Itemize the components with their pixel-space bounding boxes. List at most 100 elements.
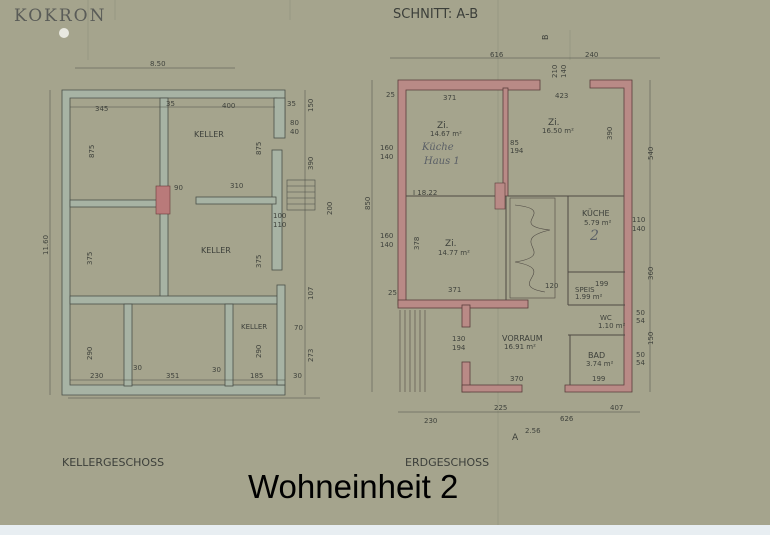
dimension-label: 54 <box>636 359 645 367</box>
dimension-label: 875 <box>255 142 263 155</box>
dimension-label: 290 <box>255 345 263 358</box>
room-name: Zi. <box>445 239 457 249</box>
dimension-label: 11.60 <box>42 235 50 255</box>
caption: Wohneinheit 2 <box>248 468 459 505</box>
room-area: 16.50 m² <box>542 127 574 135</box>
dimension-label: 400 <box>222 102 235 110</box>
dimension-label: 85 <box>510 139 519 147</box>
dimension-label: 199 <box>592 375 605 383</box>
section-marker-bottom: A <box>512 433 519 443</box>
dimension-label: 199 <box>595 280 608 288</box>
dimension-label: 160 <box>380 232 393 240</box>
ground-floor-stairs <box>399 197 556 392</box>
dimension-label: 160 <box>380 144 393 152</box>
handwritten-note: 2 <box>589 228 599 244</box>
dimension-label: 390 <box>307 157 315 170</box>
dimension-label: 70 <box>294 324 303 332</box>
dimension-label: 370 <box>510 375 523 383</box>
room-name: Zi. <box>437 121 449 131</box>
dimension-label: 107 <box>307 287 315 300</box>
room-area: 3.74 m² <box>586 360 614 368</box>
dimension-label: 8.50 <box>150 60 166 68</box>
dimension-label: 351 <box>166 372 179 380</box>
room-area: 14.67 m² <box>430 130 462 138</box>
dimension-label: 50 <box>636 309 645 317</box>
dimension-label: 378 <box>413 237 421 250</box>
room-name: WC <box>600 314 612 322</box>
dimension-label: 210 <box>551 65 559 78</box>
room-area: 5.79 m² <box>584 219 612 227</box>
room-area: 14.77 m² <box>438 249 470 257</box>
dimension-label: 185 <box>250 372 263 380</box>
dimension-label: 360 <box>647 267 655 280</box>
watermark-logo: KOKRON <box>14 6 107 26</box>
dimension-label: 54 <box>636 317 645 325</box>
dimension-label: 407 <box>610 404 623 412</box>
dimension-label: 80 <box>290 119 299 127</box>
dimension-label: 194 <box>510 147 524 155</box>
dimension-label: 140 <box>632 225 645 233</box>
handwritten-note: Haus 1 <box>423 156 460 167</box>
dimension-label: 200 <box>326 202 334 215</box>
dimension-label: 2.56 <box>525 427 541 435</box>
bottom-strip <box>0 525 770 535</box>
dimension-label: 130 <box>452 335 465 343</box>
chimney <box>494 182 506 210</box>
room-area: 16.91 m² <box>504 343 536 351</box>
room-name: KÜCHE <box>582 208 610 218</box>
dimension-label: 150 <box>647 332 655 345</box>
dimension-label: 371 <box>443 94 456 102</box>
dimension-label: 35 <box>166 100 175 108</box>
room-name: Zi. <box>548 118 560 128</box>
ground-floor-plan: Zi. 14.67 m² Zi. 16.50 m² Zi. 14.77 m² K… <box>364 51 660 469</box>
dimension-label: 850 <box>364 197 372 210</box>
dimension-label: 140 <box>560 65 568 78</box>
dimension-label: 120 <box>545 282 558 290</box>
ground-floor-title: ERDGESCHOSS <box>405 456 489 469</box>
dimension-label: 371 <box>448 286 461 294</box>
room-name: VORRAUM <box>502 334 543 343</box>
basement-room-label: KELLER <box>241 323 267 331</box>
dimension-label: 616 <box>490 51 504 59</box>
basement-stairs <box>286 179 316 211</box>
dimension-label: 626 <box>560 415 574 423</box>
room-name: BAD <box>588 351 605 360</box>
dimension-label: 375 <box>255 255 263 268</box>
dimension-label: 50 <box>636 351 645 359</box>
dimension-label: 273 <box>307 349 315 362</box>
dimension-label: 194 <box>452 344 466 352</box>
dimension-label: 100 <box>273 212 286 220</box>
room-name: SPEIS <box>575 286 595 294</box>
basement-room-label: KELLER <box>201 246 231 255</box>
basement-room-label: KELLER <box>194 130 224 139</box>
dimension-label: 423 <box>555 92 568 100</box>
handwritten-note: Küche <box>421 142 454 153</box>
dimension-label: 35 <box>287 100 296 108</box>
room-area: 1.10 m² <box>598 322 626 330</box>
section-marker: B <box>541 35 550 41</box>
dimension-label: 40 <box>290 128 299 136</box>
dimension-label: 310 <box>230 182 243 190</box>
dimension-label: 25 <box>386 91 395 99</box>
dimension-label: 150 <box>307 99 315 112</box>
dimension-label: 110 <box>632 216 645 224</box>
basement-dimension-lines <box>49 67 320 399</box>
dimension-label: 240 <box>585 51 598 59</box>
basement-plan: KELLER KELLER KELLER 8.50 345 400 35 35 … <box>42 60 334 469</box>
dimension-label: 30 <box>212 366 221 374</box>
ground-floor-dimension-lines <box>371 57 660 413</box>
dimension-label: I 18.22 <box>413 189 437 197</box>
dimension-label: 30 <box>293 372 302 380</box>
dimension-label: 230 <box>424 417 437 425</box>
dimension-label: 30 <box>133 364 142 372</box>
dimension-label: 110 <box>273 221 286 229</box>
basement-title: KELLERGESCHOSS <box>62 456 164 469</box>
dimension-label: 390 <box>606 127 614 140</box>
dimension-label: 90 <box>174 184 183 192</box>
room-area: 1.99 m² <box>575 293 603 301</box>
dimension-label: 140 <box>380 241 393 249</box>
dimension-label: 375 <box>86 252 94 265</box>
dimension-label: 225 <box>494 404 507 412</box>
logo-badge-icon <box>59 28 69 38</box>
chimney <box>155 185 171 215</box>
